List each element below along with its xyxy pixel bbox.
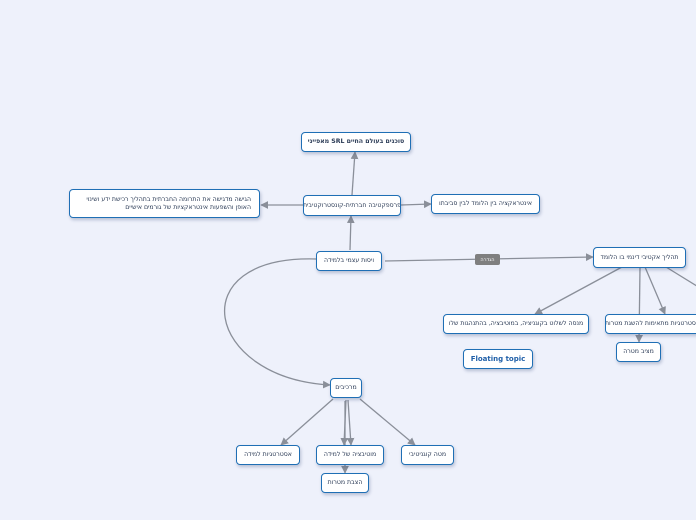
node-srl-characteristics[interactable]: סוכנים בעולם החיים SRL מאפייני [301, 132, 411, 152]
node-appropriate-strategies[interactable]: אסטרטגיות מתאימות להשגת מטרות [605, 314, 696, 334]
relationship-label[interactable]: הגדרה [475, 254, 500, 265]
connector-components-metacog [359, 398, 416, 446]
node-goal-setting[interactable]: הצבת מטרות [321, 473, 369, 493]
node-active-dynamic-process[interactable]: תהליך אקטיבי דינמי בו הלומד [593, 247, 686, 268]
node-learning-strategies[interactable]: אסטרטגיות למידה [236, 445, 300, 465]
node-components[interactable]: מרכיבים [330, 378, 362, 398]
connector-components-motivation-b [346, 399, 355, 446]
node-self-regulated-learning[interactable]: ויסות עצמי בלמידה [316, 251, 382, 271]
connector-process-goal [534, 266, 623, 315]
connector-components-learning [280, 398, 334, 446]
connector-persp-interact [400, 200, 432, 209]
connector-process-offright [665, 266, 696, 287]
node-set-goal[interactable]: מציב מטרה [616, 342, 661, 362]
node-floating-topic[interactable]: Floating topic [463, 349, 533, 369]
node-control-cognition[interactable]: מנסה לשלוט בקוגניציה, במוטיבציה, בהתנהגו… [443, 314, 589, 334]
connector-process-strategies [644, 266, 666, 315]
node-metacognitive[interactable]: מטה קוגניטיבי [401, 445, 454, 465]
node-learner-environment-interaction[interactable]: אינטראקציה בין הלומד לבין סביבתו [431, 194, 540, 214]
node-social-contribution-note[interactable]: הגישה מדגישה את התרומה החברתית בתהליך רכ… [69, 189, 260, 218]
connector-persp-srl [350, 151, 359, 196]
connector-root-persp [346, 215, 355, 251]
node-social-constructivist-perspective[interactable]: פרספקטיבה חברתית-קונסטרוקטיבית [303, 195, 401, 216]
connector-root-components [223, 258, 331, 389]
node-learning-motivation[interactable]: מוטיבציה של למידה [316, 445, 384, 465]
